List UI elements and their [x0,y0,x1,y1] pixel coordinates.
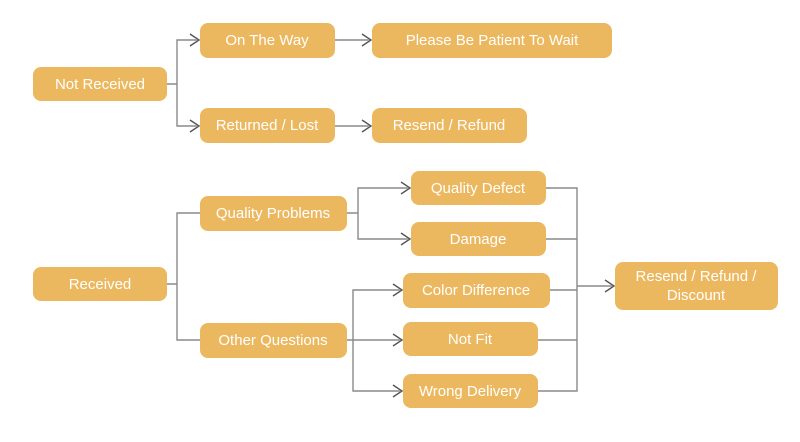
edge-group-other-questions [346,283,404,398]
node-quality-defect[interactable]: Quality Defect [411,171,546,205]
node-not-received-label: Not Received [55,76,145,93]
node-wrong-delivery-shape[interactable] [403,374,538,408]
node-resend-refund-discount-label-line1: Resend / Refund / [636,268,758,285]
edge-group-returned-to-resend [334,119,373,133]
node-please-be-patient-to-wait-label: Please Be Patient To Wait [406,32,579,49]
node-other-questions-label: Other Questions [218,332,327,349]
edge-group-received [166,212,201,341]
node-damage[interactable]: Damage [411,222,546,256]
edge-group-on-the-way-to-wait [334,33,373,47]
node-please-be-patient-to-wait[interactable]: Please Be Patient To Wait [372,23,612,58]
edge-received-trunk [166,212,201,341]
node-not-fit[interactable]: Not Fit [403,322,538,356]
arrow-head-resend-refund [361,119,373,133]
node-resend-refund-discount[interactable]: Resend / Refund / Discount [615,262,778,310]
node-other-questions-shape[interactable] [200,323,347,358]
node-wrong-delivery[interactable]: Wrong Delivery [403,374,538,408]
node-color-difference-shape[interactable] [403,273,550,308]
arrow-head-on-the-way [189,33,201,47]
node-on-the-way-label: On The Way [225,32,309,49]
edge-group-merge-to-resolution [537,187,616,392]
arrow-head-please-wait [361,33,373,47]
arrow-head-wrong-delivery [392,384,404,398]
edge-quality-problems-trunk [346,187,408,240]
node-resend-refund-discount-shape[interactable] [615,262,778,310]
node-received[interactable]: Received [33,267,167,301]
node-returned-lost[interactable]: Returned / Lost [200,108,335,143]
edge-not-received-trunk [166,39,197,127]
node-received-label: Received [69,276,132,293]
edge-group-not-received [166,33,201,133]
node-resend-refund-label: Resend / Refund [393,117,506,134]
node-wrong-delivery-label: Wrong Delivery [419,383,522,400]
node-returned-lost-shape[interactable] [200,108,335,143]
node-resend-refund-discount-label-line2: Discount [667,287,726,304]
node-returned-lost-label: Returned / Lost [216,117,319,134]
node-damage-label: Damage [450,231,507,248]
node-not-fit-shape[interactable] [403,322,538,356]
edge-merge-trunk [537,187,612,392]
node-quality-defect-label: Quality Defect [431,180,526,197]
arrow-head-quality-defect [400,181,412,195]
node-other-questions[interactable]: Other Questions [200,323,347,358]
node-not-received[interactable]: Not Received [33,67,167,101]
arrow-head-color-difference [392,283,404,297]
arrow-head-returned-lost [189,119,201,133]
node-damage-shape[interactable] [411,222,546,256]
node-resend-refund-shape[interactable] [372,108,527,143]
node-color-difference[interactable]: Color Difference [403,273,550,308]
arrow-head-damage [400,232,412,246]
edge-other-questions-trunk [346,289,400,392]
node-on-the-way-shape[interactable] [200,23,335,58]
node-quality-defect-shape[interactable] [411,171,546,205]
node-color-difference-label: Color Difference [422,282,530,299]
node-not-received-shape[interactable] [33,67,167,101]
node-received-shape[interactable] [33,267,167,301]
node-quality-problems[interactable]: Quality Problems [200,196,347,231]
arrow-head-resolution [604,279,616,293]
node-please-be-patient-to-wait-shape[interactable] [372,23,612,58]
node-resend-refund[interactable]: Resend / Refund [372,108,527,143]
node-on-the-way[interactable]: On The Way [200,23,335,58]
edge-group-quality-problems [346,181,412,246]
node-quality-problems-label: Quality Problems [216,205,330,222]
node-quality-problems-shape[interactable] [200,196,347,231]
node-not-fit-label: Not Fit [448,331,493,348]
arrow-head-not-fit [392,333,404,347]
